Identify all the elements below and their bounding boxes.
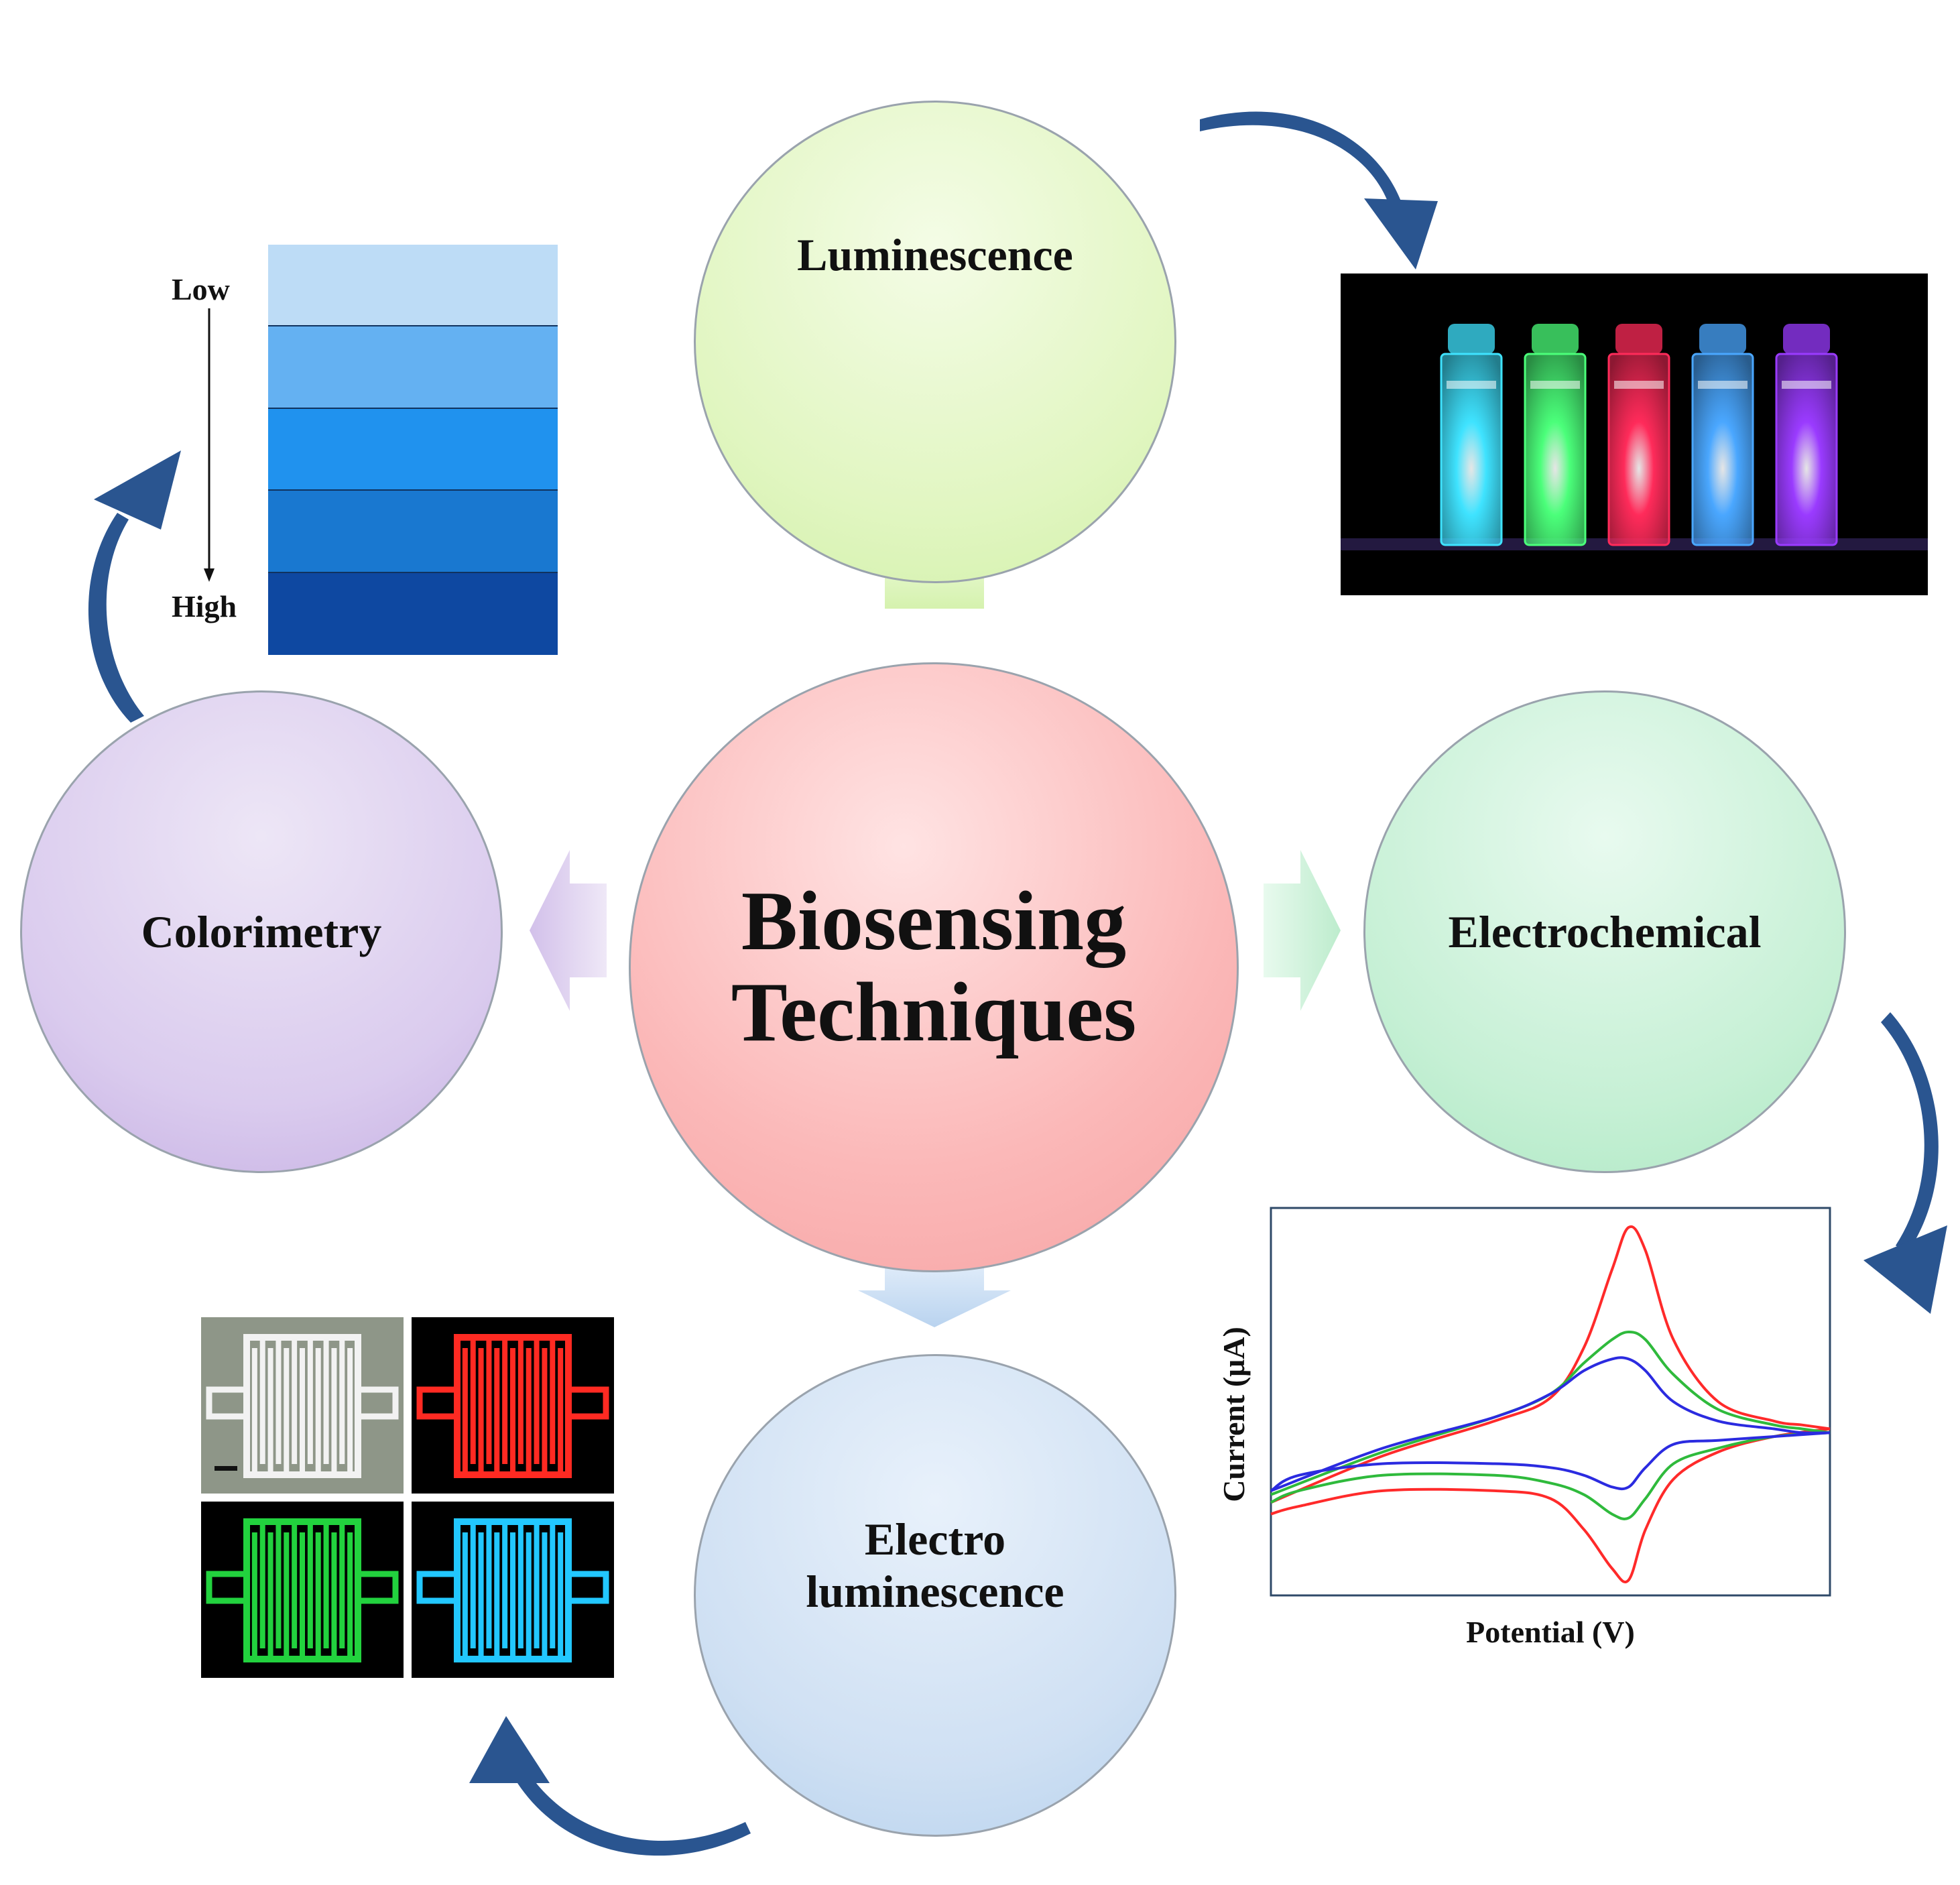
luminescent-vials-image (1341, 273, 1928, 595)
electroluminescent-electrodes-image (201, 1317, 614, 1678)
vial-1 (1440, 324, 1503, 546)
electroluminescence-circle: Electro luminescence (694, 1354, 1176, 1837)
cv-series-group (1270, 1225, 1831, 1583)
vial-4 (1691, 324, 1754, 546)
arrow-left-block (530, 850, 607, 1011)
cv-series-3-reduction (1270, 1431, 1831, 1492)
electroluminescence-label-line2: luminescence (806, 1566, 1064, 1617)
cv-series-1-reduction (1270, 1427, 1831, 1583)
cv-series-3-oxidation (1270, 1356, 1831, 1492)
vial-2 (1524, 324, 1587, 546)
cyclic-voltammogram-chart: Potential (V) (1270, 1207, 1831, 1649)
center-title-line2: Techniques (731, 966, 1137, 1059)
luminescence-label: Luminescence (797, 229, 1073, 280)
electrode-panel-1 (201, 1317, 404, 1494)
colorimetry-color-scale (268, 245, 558, 655)
scale-low-label: Low (172, 272, 230, 306)
cv-series-2-oxidation (1270, 1330, 1831, 1496)
vial-3 (1607, 324, 1670, 546)
center-title-line1: Biosensing (741, 874, 1127, 968)
color-swatch-4 (268, 491, 558, 573)
color-swatch-2 (268, 326, 558, 409)
cv-series-2-reduction (1270, 1431, 1831, 1520)
curved-arrow-electrochemical (1863, 1012, 1947, 1314)
biosensing-techniques-circle: Biosensing Techniques (629, 662, 1239, 1272)
arrow-down-block (858, 1254, 1011, 1327)
y-axis-title-holder: Current (μA) (1217, 1327, 1251, 1502)
plot-frame (1270, 1207, 1831, 1597)
scale-bar (215, 1466, 237, 1471)
color-swatch-3 (268, 408, 558, 491)
curved-arrow-colorimetry (88, 450, 181, 723)
curved-arrow-luminescence (1200, 111, 1438, 269)
color-swatch-1 (268, 245, 558, 327)
cv-series-1-oxidation (1270, 1225, 1831, 1504)
color-swatch-5 (268, 572, 558, 655)
x-axis-title: Potential (V) (1466, 1615, 1635, 1649)
curved-arrow-electroluminescence (469, 1716, 751, 1856)
electrochemical-label: Electrochemical (1448, 906, 1762, 957)
luminescence-circle: Luminescence (694, 101, 1176, 583)
colorimetry-circle: Colorimetry (20, 690, 503, 1173)
electrode-panel-2 (412, 1317, 614, 1494)
electrochemical-circle: Electrochemical (1363, 690, 1846, 1173)
y-axis-title: Current (μA) (1217, 1327, 1251, 1502)
colorimetry-label: Colorimetry (141, 906, 382, 957)
electroluminescence-label-line1: Electro (864, 1513, 1006, 1565)
scale-high-label: High (172, 589, 237, 623)
electrode-panel-3 (201, 1502, 404, 1678)
scale-arrow-icon (204, 308, 215, 582)
electrode-panel-4 (412, 1502, 614, 1678)
vial-5 (1775, 324, 1838, 546)
arrow-right-block (1264, 850, 1341, 1011)
